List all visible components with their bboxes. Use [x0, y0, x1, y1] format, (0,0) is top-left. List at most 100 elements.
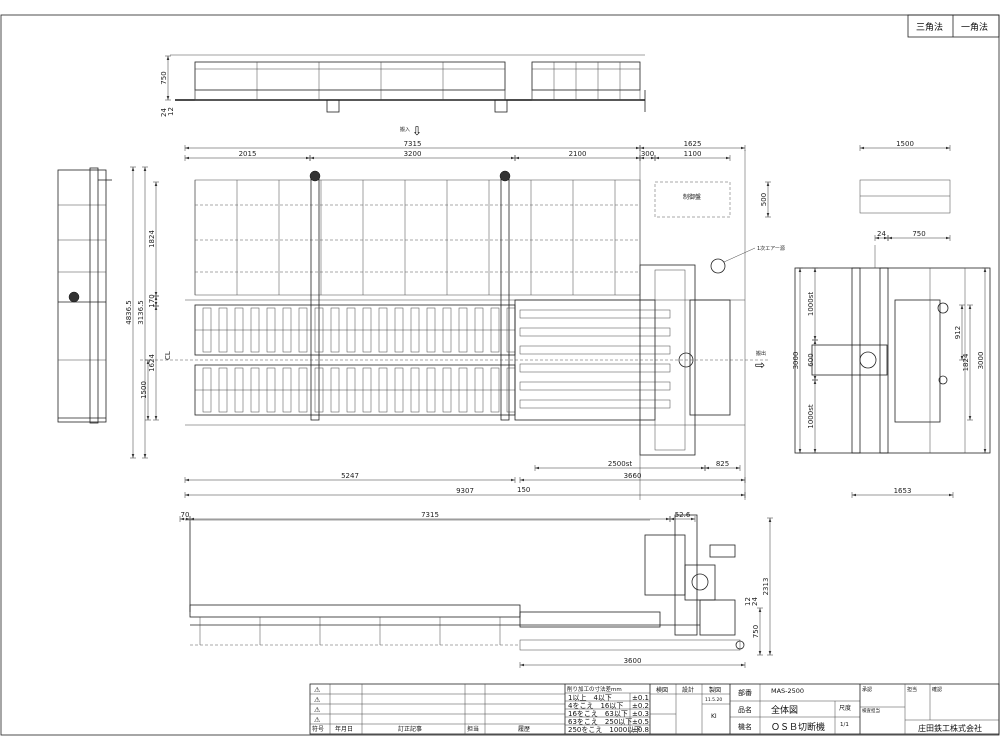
- dimension-arrow: [813, 340, 817, 380]
- side-frame: [57, 169, 107, 423]
- front-base: [699, 599, 736, 636]
- carry-out-arrow-icon: ⇨: [755, 358, 765, 372]
- scale-value: 1/1: [840, 722, 849, 728]
- dimension-label: 1653: [894, 487, 912, 495]
- gantry-head: [309, 170, 321, 182]
- chain-belt: [519, 363, 671, 373]
- signature-area: 承認 検査担当 担当 確認 庄田鉄工株式会社: [860, 684, 999, 734]
- confirm-label: 確認: [932, 686, 942, 693]
- dimension-label: 2313: [762, 578, 770, 596]
- in-charge-label: 担当: [907, 686, 917, 693]
- dimension-label: 12: [744, 597, 752, 606]
- dimension-label: 1100: [684, 150, 702, 158]
- company-name: 庄田鉄工株式会社: [918, 723, 982, 733]
- right-cutter-box: [894, 299, 941, 423]
- leader-line: [723, 247, 756, 263]
- plan-view: [140, 150, 770, 500]
- approve-label: 承認: [862, 686, 872, 693]
- gantry-rail: [500, 177, 510, 421]
- product-label: 品名: [738, 705, 752, 714]
- sheet-border: [0, 14, 1000, 736]
- chain-belt: [519, 327, 671, 337]
- dimension-label: 150: [517, 486, 530, 494]
- rev-header-note: 訂正記事: [398, 725, 422, 733]
- rev-header-date: 年月日: [335, 725, 353, 733]
- dimension-label: 170: [148, 294, 156, 307]
- cutter-body: [654, 269, 686, 451]
- front-motor: [709, 544, 736, 558]
- dimension-label: 1000st: [807, 292, 815, 316]
- drawing-info: 部番 MAS-2500 品名 全体図 機名 ＯＳＢ切断機 尺度 1/1: [730, 684, 861, 734]
- rev-header-history: 履歴: [518, 726, 530, 733]
- front-gearbox: [684, 564, 716, 601]
- side-post: [89, 167, 99, 424]
- rev-mark-icon: ⚠: [314, 716, 321, 724]
- dimension-label: 7315: [421, 511, 439, 519]
- dimension-arrow: [766, 182, 770, 217]
- dimension-label: 1625: [684, 140, 702, 148]
- approval-cells: 検図 設計 製図 11.5.20 KI: [650, 684, 731, 734]
- tolerance-value: ±0.8: [632, 726, 649, 734]
- part-no: MAS-2500: [771, 687, 804, 695]
- right-motor: [859, 351, 877, 369]
- dimension-label: 3000: [792, 352, 800, 370]
- foot: [326, 99, 340, 113]
- chain-belt: [519, 381, 671, 391]
- dimension-label: 750: [752, 625, 760, 638]
- rev-header-person: 担当: [467, 725, 479, 733]
- dimension-label: 24: [160, 108, 168, 117]
- drive-unit: [689, 299, 731, 416]
- dimension-label: 750: [912, 230, 925, 238]
- dimension-label: 600: [807, 353, 815, 366]
- tolerance-value: ±0.3: [632, 710, 649, 718]
- right-outer-frame: [794, 267, 991, 454]
- rev-header-mark: 符号: [312, 725, 324, 733]
- dimension-label: 500: [760, 193, 768, 206]
- right-carriage: [811, 344, 888, 376]
- first-angle-label: 一角法: [961, 21, 988, 33]
- front-conveyor: [189, 604, 521, 618]
- dimension-label: 300: [641, 150, 654, 158]
- machine-label: 機名: [738, 722, 752, 731]
- foot: [494, 99, 508, 113]
- dimension-label: 2100: [569, 150, 587, 158]
- dimension-label: 3200: [404, 150, 422, 158]
- centerline-label: CL: [164, 351, 172, 360]
- dimension-label: 3660: [624, 472, 642, 480]
- tolerance-value: ±0.2: [632, 702, 649, 710]
- dimension-label: 7315: [404, 140, 422, 148]
- dimension-label: 3600: [624, 657, 642, 665]
- tolerance-range: 16をこえ 63以下: [568, 710, 628, 718]
- control-panel-box: [654, 181, 731, 218]
- right-side-view: [794, 179, 991, 454]
- draft-date: 11.5.20: [705, 697, 722, 703]
- product-name: 全体図: [771, 704, 798, 716]
- dimension-label: 3136.5: [137, 300, 145, 325]
- front-cutter-conveyor: [519, 611, 661, 628]
- right-end-frame: [929, 267, 966, 454]
- tolerance-value: ±0.1: [632, 694, 649, 702]
- motor-circle: [678, 352, 694, 368]
- guard-rail: [194, 61, 506, 91]
- dimension-label: 1500: [896, 140, 914, 148]
- carry-in-label: 搬入: [400, 126, 410, 133]
- base-frame: [531, 89, 641, 101]
- dimension-arrow: [154, 296, 158, 306]
- dimension-label: 912: [954, 326, 962, 339]
- dimension-arrow: [875, 236, 888, 240]
- right-gauge: [937, 302, 949, 314]
- tolerance-range: 1以上 4以下: [568, 693, 612, 702]
- right-rail: [851, 267, 861, 454]
- dimension-label: 1824: [148, 230, 156, 248]
- chain-belt: [519, 399, 671, 409]
- air-source-circle: [710, 258, 726, 274]
- tolerance-title: 削り加工の寸法差mm: [567, 685, 622, 693]
- part-no-label: 部番: [738, 688, 752, 697]
- front-elevation-view: [185, 514, 745, 651]
- dimension-label: 1624: [148, 354, 156, 372]
- carry-in-arrow-icon: ⇩: [412, 124, 422, 138]
- front-gear: [691, 573, 709, 591]
- check-label: 検図: [656, 686, 668, 694]
- front-column: [674, 514, 698, 636]
